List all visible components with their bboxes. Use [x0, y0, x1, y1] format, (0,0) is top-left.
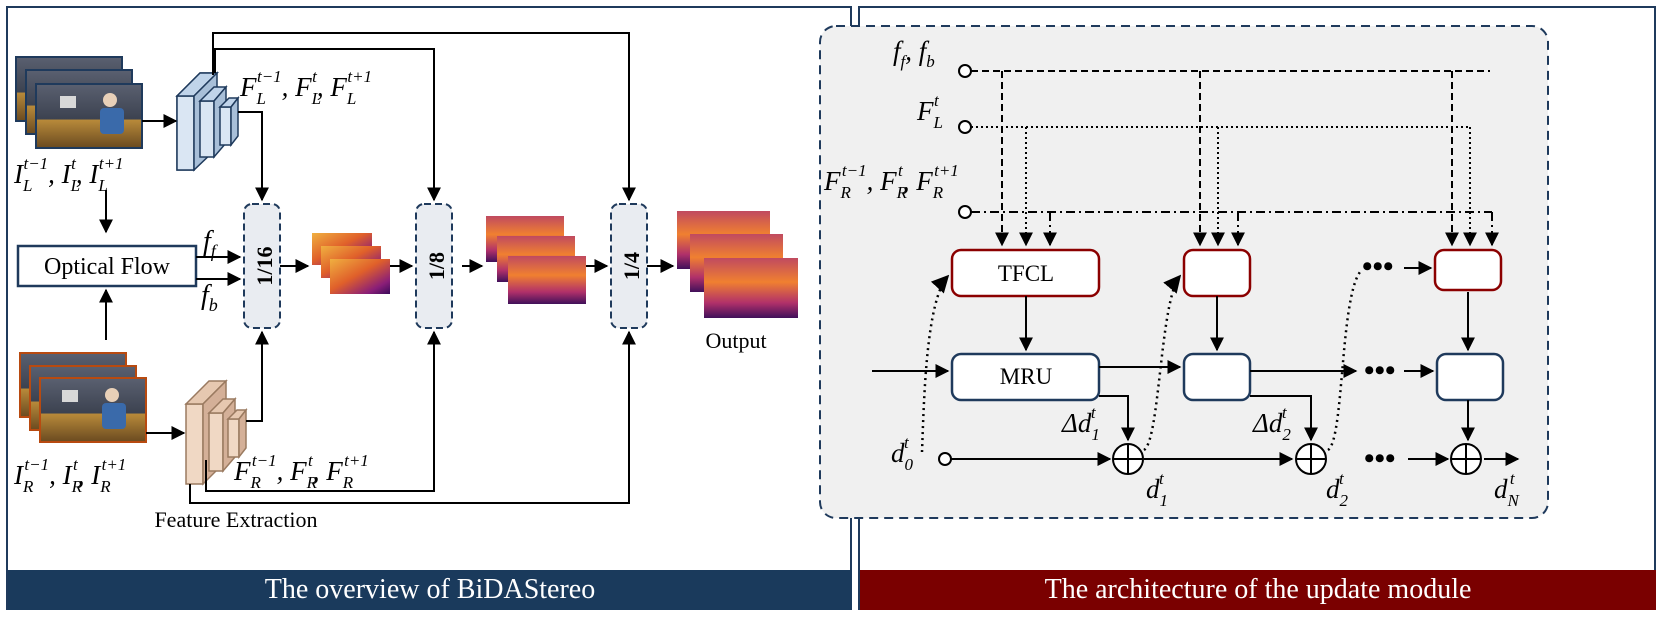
scale-label-16: 1/16 — [252, 246, 277, 285]
sum-nodes — [1112, 443, 1482, 475]
d1-label: d1t — [1146, 469, 1168, 510]
mru-block-2 — [1182, 352, 1252, 402]
ellipsis-mru: ••• — [1364, 354, 1396, 387]
left-feature-input-label: FLt — [916, 91, 943, 132]
dotted-curves — [920, 271, 1362, 453]
ellipsis-tfcl: ••• — [1362, 250, 1394, 283]
feature-extraction-label: Feature Extraction — [154, 507, 317, 532]
overview-caption-text: The overview of BiDAStereo — [264, 574, 596, 605]
scale-box-8: 1/8 — [415, 203, 453, 329]
delta-d1-label: Δd1t — [1061, 403, 1100, 444]
tfcl-block-2 — [1182, 248, 1252, 298]
disparity-stack-4 — [677, 211, 798, 318]
update-module-caption-text: The architecture of the update module — [1044, 574, 1472, 605]
d2-label: d2t — [1326, 469, 1349, 510]
left-feature-label: FLt−1, FLt, FLt+1 — [239, 67, 372, 108]
d0-label: d0t — [891, 433, 914, 474]
mru-block — [950, 352, 1101, 402]
flows-input-label: ff, fb — [893, 36, 935, 71]
optical-flow-box — [16, 244, 198, 288]
overview-arrows — [99, 32, 675, 504]
scale-box-16: 1/16 — [243, 203, 281, 329]
left-input-label: ILt−1, ILt, ILt+1 — [13, 154, 124, 195]
tfcl-label: TFCL — [998, 261, 1054, 286]
forward-flow-label: ff — [203, 226, 219, 261]
ellipsis-disparity: ••• — [1364, 442, 1396, 475]
optical-flow-label: Optical Flow — [44, 254, 171, 280]
right-feature-extractor — [184, 379, 248, 486]
flow-input-lines — [971, 70, 1490, 247]
right-feature-lines — [971, 211, 1499, 247]
scale-box-4: 1/4 — [610, 203, 648, 329]
mru-block-n — [1435, 352, 1505, 402]
right-input-label: IRt−1, IRt, IRt+1 — [13, 455, 126, 496]
right-feature-label: FRt−1, FRt, FRt+1 — [233, 451, 369, 492]
scale-label-8: 1/8 — [424, 252, 449, 280]
disparity-stack-16 — [312, 233, 390, 294]
mru-label: MRU — [1000, 364, 1053, 389]
scale-label-4: 1/4 — [619, 252, 644, 280]
output-label: Output — [705, 328, 766, 353]
dN-label: dNt — [1494, 469, 1521, 510]
tfcl-block-n — [1433, 248, 1503, 292]
right-feature-input-label: FRt−1, FRt, FRt+1 — [823, 161, 959, 202]
overview-caption: The overview of BiDAStereo — [8, 570, 852, 610]
backward-flow-label: fb — [201, 280, 218, 315]
update-module-caption: The architecture of the update module — [860, 570, 1656, 610]
delta-d2-label: Δd2t — [1252, 403, 1291, 444]
left-feature-extractor — [175, 71, 240, 172]
left-input-frames — [15, 56, 143, 149]
left-feature-lines — [971, 126, 1477, 247]
right-input-frames — [19, 352, 147, 443]
disparity-stack-8 — [486, 216, 586, 304]
